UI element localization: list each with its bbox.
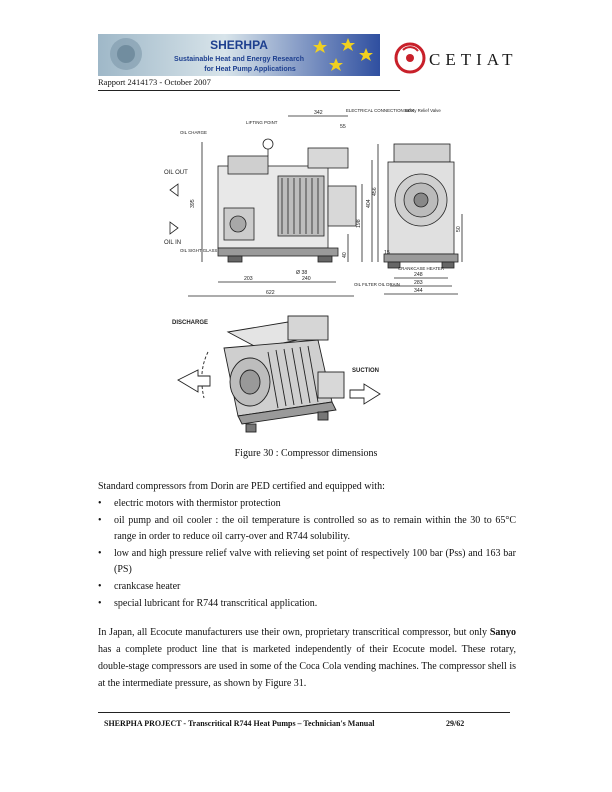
bullet-symbol: • (98, 514, 102, 526)
page-number: 29/62 (446, 719, 465, 728)
label-electrical-box: ELECTRICAL CONNECTION BOX (346, 108, 414, 113)
dim-15: 15 (384, 250, 390, 256)
dim-50: 50 (456, 226, 462, 232)
dim-240: 240 (302, 276, 311, 282)
footer-divider (98, 712, 510, 713)
list-item-text: low and high pressure relief valve with … (114, 547, 516, 576)
dim-404: 404 (366, 199, 372, 208)
bullet-symbol: • (98, 597, 102, 609)
label-oil-out: OIL OUT (164, 170, 188, 176)
bullet-symbol: • (98, 547, 102, 559)
dim-283: 283 (414, 280, 423, 286)
sherpha-tagline-1: Sustainable Heat and Energy Research (174, 56, 304, 63)
dim-40: 40 (342, 252, 348, 258)
header-divider (98, 90, 400, 91)
dim-622: 622 (266, 290, 275, 296)
list-item-text: crankcase heater (114, 580, 181, 592)
footer-title: SHERPHA PROJECT - Transcritical R744 Hea… (104, 719, 375, 728)
dim-203: 203 (244, 276, 253, 282)
compressor-dimension-drawing: 342 55 395 198 404 456 40 203 Ø 38 240 6… (164, 108, 463, 297)
figure-caption: Figure 30 : Compressor dimensions (234, 448, 378, 459)
list-item: • low and high pressure relief valve with… (98, 546, 516, 579)
dim-395: 395 (190, 199, 196, 208)
sanyo-emphasis: Sanyo (489, 627, 516, 638)
compressor-isometric-drawing: DISCHARGE SUCTION (172, 315, 381, 433)
dim-344: 344 (414, 288, 423, 294)
sherpha-logo: SHERHPA Sustainable Heat and Energy Rese… (98, 34, 380, 76)
japan-paragraph-text-1: In Japan, all Ecocute manufacturers use … (98, 627, 490, 638)
label-safety-valve: Safety Relief Valve (404, 108, 441, 113)
list-item: • oil pump and oil cooler : the oil tempe… (98, 513, 516, 546)
sherpha-tagline-2: for Heat Pump Applications (204, 66, 296, 73)
japan-paragraph: In Japan, all Ecocute manufacturers use … (98, 624, 516, 692)
bullet-symbol: • (98, 580, 102, 592)
list-item: • special lubricant for R744 transcritica… (98, 596, 516, 613)
sherpha-title: SHERHPA (210, 38, 268, 52)
list-item: • crankcase heater (98, 579, 516, 596)
list-item-text: electric motors with thermistor protecti… (114, 498, 281, 509)
list-item-text: oil pump and oil cooler : the oil temper… (114, 514, 516, 543)
label-lifting-point: LIFTING POINT (246, 120, 278, 125)
dim-342: 342 (314, 110, 323, 116)
dim-456: 456 (372, 187, 378, 196)
equipment-list: • electric motors with thermistor protect… (98, 496, 516, 612)
cetiat-wordmark: CETIAT (429, 50, 515, 69)
list-item: • electric motors with thermistor protect… (98, 496, 516, 513)
report-reference: Rapport 2414173 - October 2007 (98, 77, 211, 87)
dim-248: 248 (414, 272, 423, 278)
label-crankcase-heater: CRANKCASE HEATER (398, 266, 444, 271)
dim-55: 55 (340, 124, 346, 130)
dim-198: 198 (356, 219, 362, 228)
label-oil-in: OIL IN (164, 240, 181, 246)
label-suction: SUCTION (352, 368, 379, 374)
label-discharge: DISCHARGE (172, 320, 208, 326)
label-oil-charge: OIL CHARGE (180, 130, 207, 135)
intro-paragraph: Standard compressors from Dorin are PED … (98, 481, 385, 492)
label-oil-sight-glass: OIL SIGHT GLASS (180, 248, 217, 253)
label-oil-filter: OIL FILTER OIL DRAIN (354, 282, 400, 287)
japan-paragraph-text-2: has a complete product line that is mark… (98, 644, 516, 689)
list-item-text: special lubricant for R744 transcritical… (114, 597, 318, 609)
bullet-symbol: • (98, 498, 102, 509)
dim-38: Ø 38 (296, 270, 307, 276)
cetiat-logo: CETIAT (394, 42, 515, 74)
